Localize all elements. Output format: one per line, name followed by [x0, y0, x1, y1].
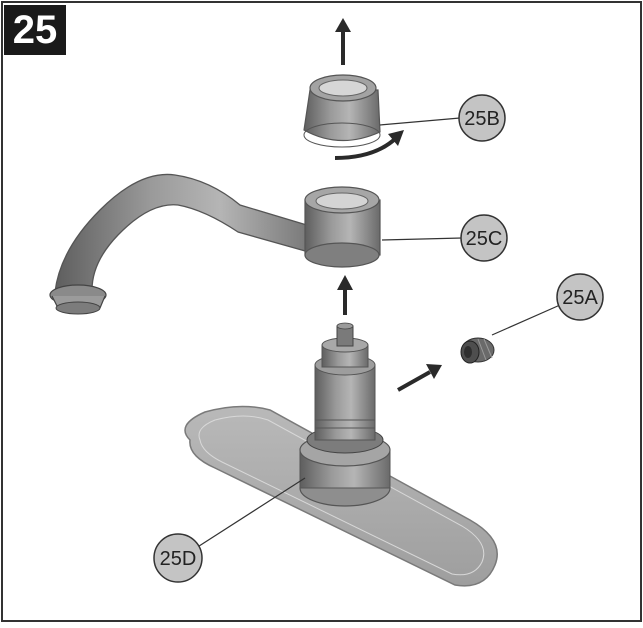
valve-cartridge [299, 322, 391, 507]
step-number-badge: 25 [4, 5, 66, 55]
callout-25c-label: 25C [466, 228, 503, 250]
callout-25c: 25C [460, 214, 508, 262]
leader-25a [491, 304, 561, 336]
leader-25d [195, 477, 306, 549]
callout-25d-label: 25D [160, 548, 197, 570]
leader-25b [379, 117, 461, 126]
leader-25c [381, 237, 463, 241]
up-arrow-top [335, 18, 351, 65]
rotate-arrow [334, 130, 404, 160]
callout-25a: 25A [556, 273, 604, 321]
callout-25b: 25B [458, 94, 506, 142]
callout-25b-label: 25B [464, 108, 500, 130]
spout [49, 173, 381, 315]
up-arrow-middle [337, 275, 353, 315]
callout-25d: 25D [153, 533, 203, 583]
callout-25a-label: 25A [562, 287, 598, 309]
bonnet-nut [303, 74, 381, 148]
insert-arrow [397, 364, 442, 392]
check-valve [460, 337, 495, 364]
